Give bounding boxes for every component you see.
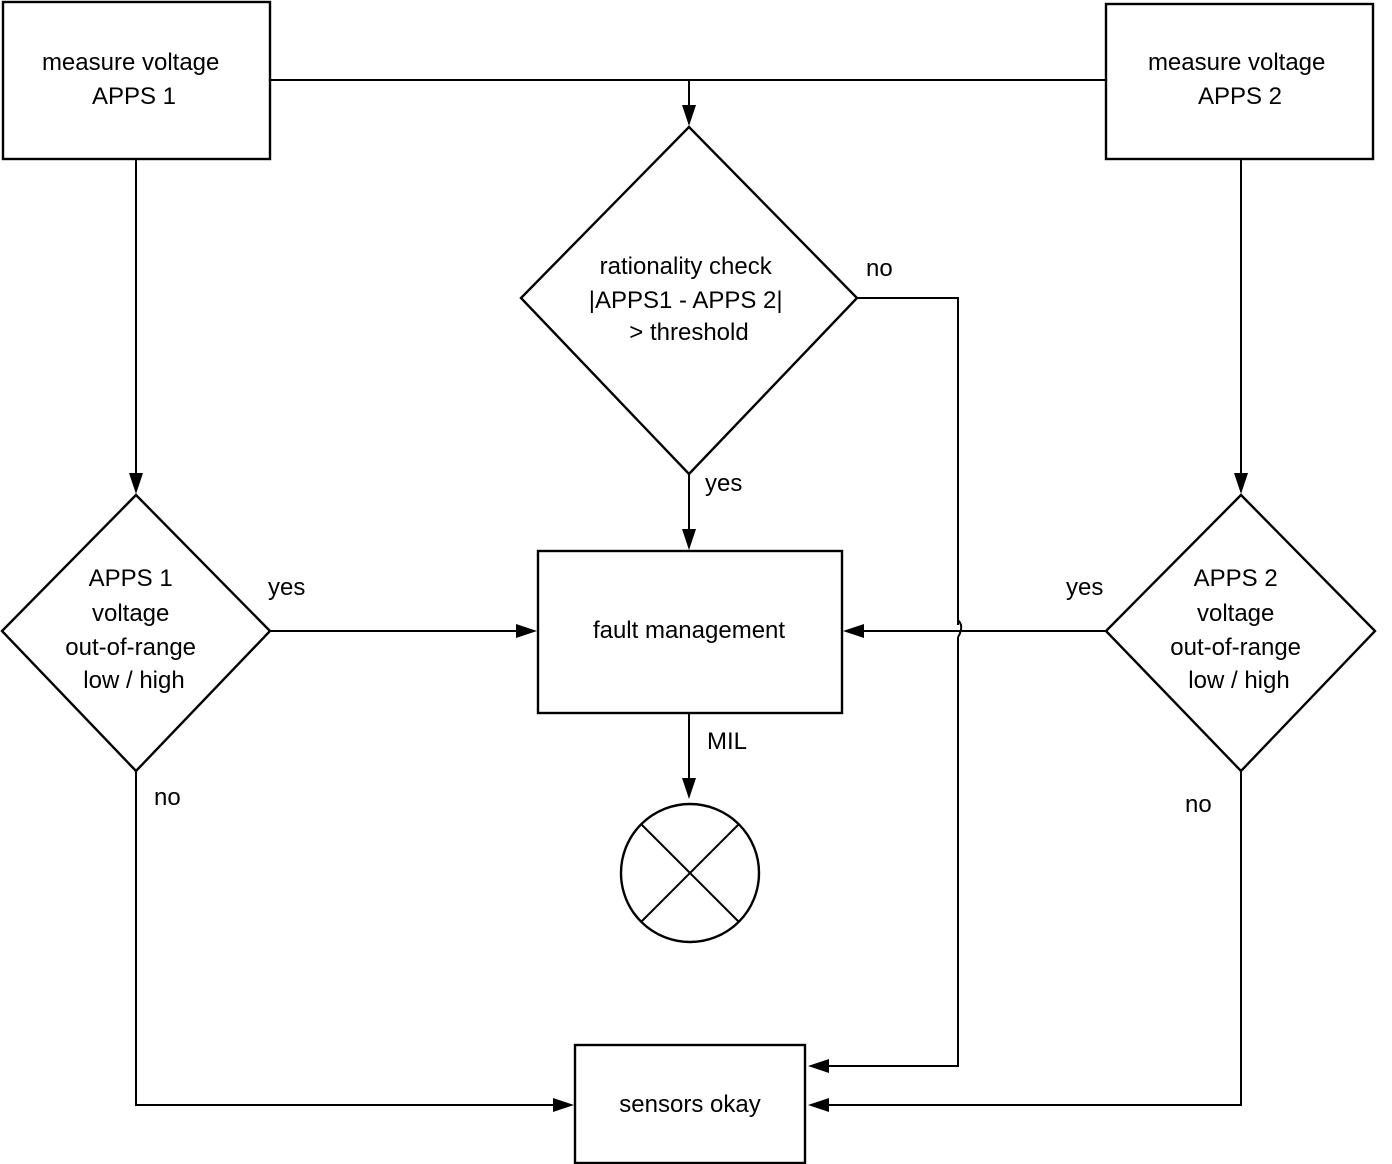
- arrowhead-fault-left: [516, 624, 537, 638]
- apps1-range-text: APPS 1 voltage out-of-range low / high: [65, 565, 202, 694]
- connector-apps2-no: [828, 771, 1242, 1106]
- connector-rationality-no-lower: [828, 637, 959, 1067]
- apps1-range-diamond: [0, 493, 272, 773]
- connector-line-hop: [957, 620, 963, 638]
- arrowhead-mil: [682, 778, 696, 799]
- apps2-range-diamond: [1104, 493, 1377, 773]
- arrowhead-fault-top: [682, 529, 696, 550]
- apps1-no-label: no: [154, 784, 181, 811]
- measure-apps1-text: measure voltage APPS 1: [42, 49, 226, 110]
- apps2-yes-label: yes: [1066, 574, 1103, 601]
- rationality-check-text: rationality check |APPS1 - APPS 2| > thr…: [589, 253, 790, 346]
- sensors-okay-box: [573, 1043, 807, 1164]
- connector-apps1-no: [135, 771, 554, 1106]
- mil-lamp-icon: [619, 802, 761, 944]
- arrowhead-sensors-upper: [808, 1059, 829, 1073]
- fault-management-box: [536, 549, 844, 715]
- apps1-yes-label: yes: [268, 574, 305, 601]
- mil-label: MIL: [707, 728, 747, 755]
- arrowhead-rationality: [682, 105, 696, 126]
- measure-apps2-text: measure voltage APPS 2: [1148, 49, 1332, 110]
- measure-apps1-box: [1, 0, 272, 161]
- rationality-yes-label: yes: [705, 470, 742, 497]
- rationality-check-diamond: [519, 125, 859, 476]
- connector-rationality-no: [857, 297, 959, 625]
- arrowhead-sensors-right: [808, 1098, 829, 1112]
- arrowhead-fault-right: [843, 624, 864, 638]
- sensors-okay-text: sensors okay: [619, 1091, 760, 1118]
- apps2-range-text: APPS 2 voltage out-of-range low / high: [1170, 565, 1307, 694]
- arrowhead-apps1-range: [129, 473, 143, 494]
- rationality-no-label: no: [866, 255, 893, 282]
- measure-apps2-box: [1104, 2, 1375, 161]
- fault-management-text: fault management: [593, 617, 785, 644]
- apps2-no-label: no: [1185, 791, 1212, 818]
- arrowhead-sensors-left: [553, 1098, 574, 1112]
- arrowhead-apps2-range: [1234, 473, 1248, 494]
